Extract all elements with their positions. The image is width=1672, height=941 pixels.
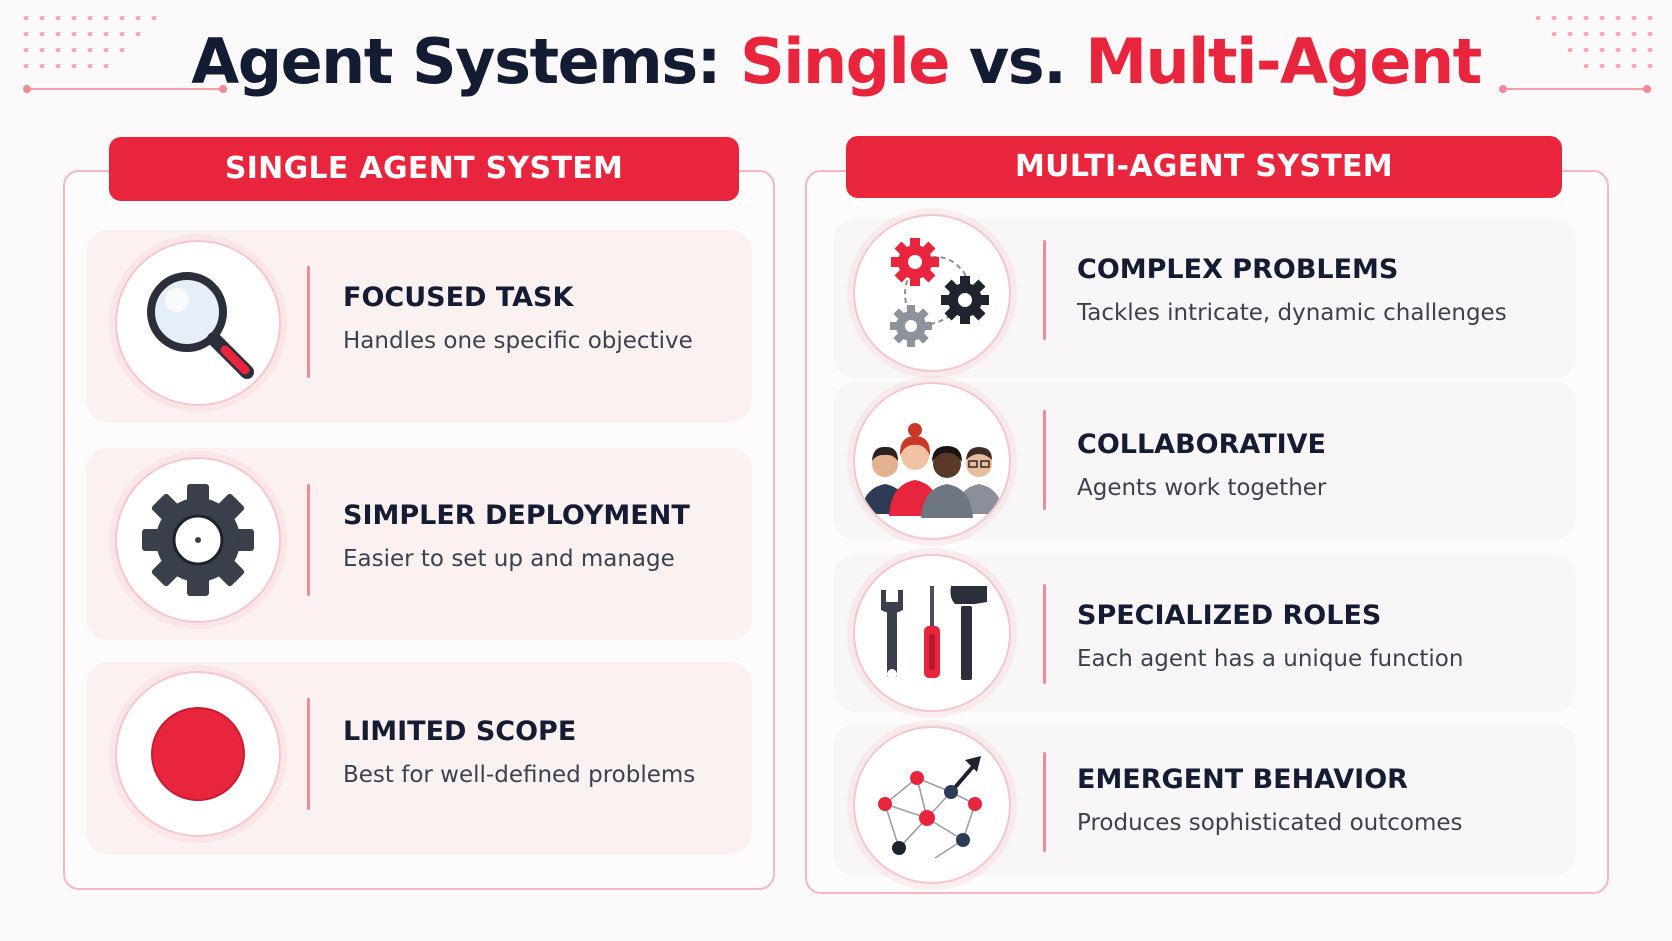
icon-circle (115, 671, 281, 837)
decorative-line-left (23, 85, 227, 93)
icon-circle (853, 726, 1011, 884)
page-title: Agent Systems: Single vs. Multi-Agent (0, 22, 1672, 102)
card-description: Produces sophisticated outcomes (1077, 810, 1463, 836)
divider (307, 484, 310, 596)
card-description: Each agent has a unique function (1077, 646, 1464, 672)
tools-icon (881, 586, 987, 680)
card-description: Agents work together (1077, 475, 1327, 501)
icon-circle (853, 554, 1011, 712)
card-title: SPECIALIZED ROLES (1077, 600, 1382, 631)
card-title: LIMITED SCOPE (343, 716, 577, 747)
title-part-1: Agent Systems: (191, 25, 741, 98)
team-people-icon (861, 423, 1003, 518)
divider (1043, 410, 1046, 510)
title-multi-agent: Multi-Agent (1085, 25, 1482, 98)
divider (307, 698, 310, 810)
magnifying-glass-icon (147, 272, 254, 379)
card-description: Handles one specific objective (343, 328, 693, 354)
icon-circle (853, 214, 1011, 372)
network-growth-icon (878, 756, 982, 859)
divider (1043, 584, 1046, 684)
divider (1043, 240, 1046, 340)
title-part-3: vs. (948, 25, 1086, 98)
title-single: Single (740, 25, 950, 98)
connected-gears-icon (890, 238, 989, 347)
card-title: EMERGENT BEHAVIOR (1077, 764, 1408, 795)
single-agent-header: SINGLE AGENT SYSTEM (109, 137, 739, 201)
icon-circle (115, 240, 281, 406)
card-title: COLLABORATIVE (1077, 429, 1326, 460)
card-description: Tackles intricate, dynamic challenges (1077, 300, 1507, 326)
decorative-dots-right (1535, 15, 1653, 69)
card-title: FOCUSED TASK (343, 282, 574, 313)
multi-agent-header: MULTI-AGENT SYSTEM (846, 136, 1562, 198)
card-title: COMPLEX PROBLEMS (1077, 254, 1399, 285)
divider (1043, 752, 1046, 852)
card-description: Easier to set up and manage (343, 546, 675, 572)
card-description: Best for well-defined problems (343, 762, 696, 788)
icon-circle (115, 457, 281, 623)
decorative-line-right (1499, 85, 1651, 93)
card-title: SIMPLER DEPLOYMENT (343, 500, 690, 531)
divider (307, 266, 310, 378)
decorative-dots-left (23, 15, 157, 69)
red-dot-icon (151, 707, 245, 801)
icon-circle (853, 382, 1011, 540)
gear-icon (142, 484, 254, 596)
